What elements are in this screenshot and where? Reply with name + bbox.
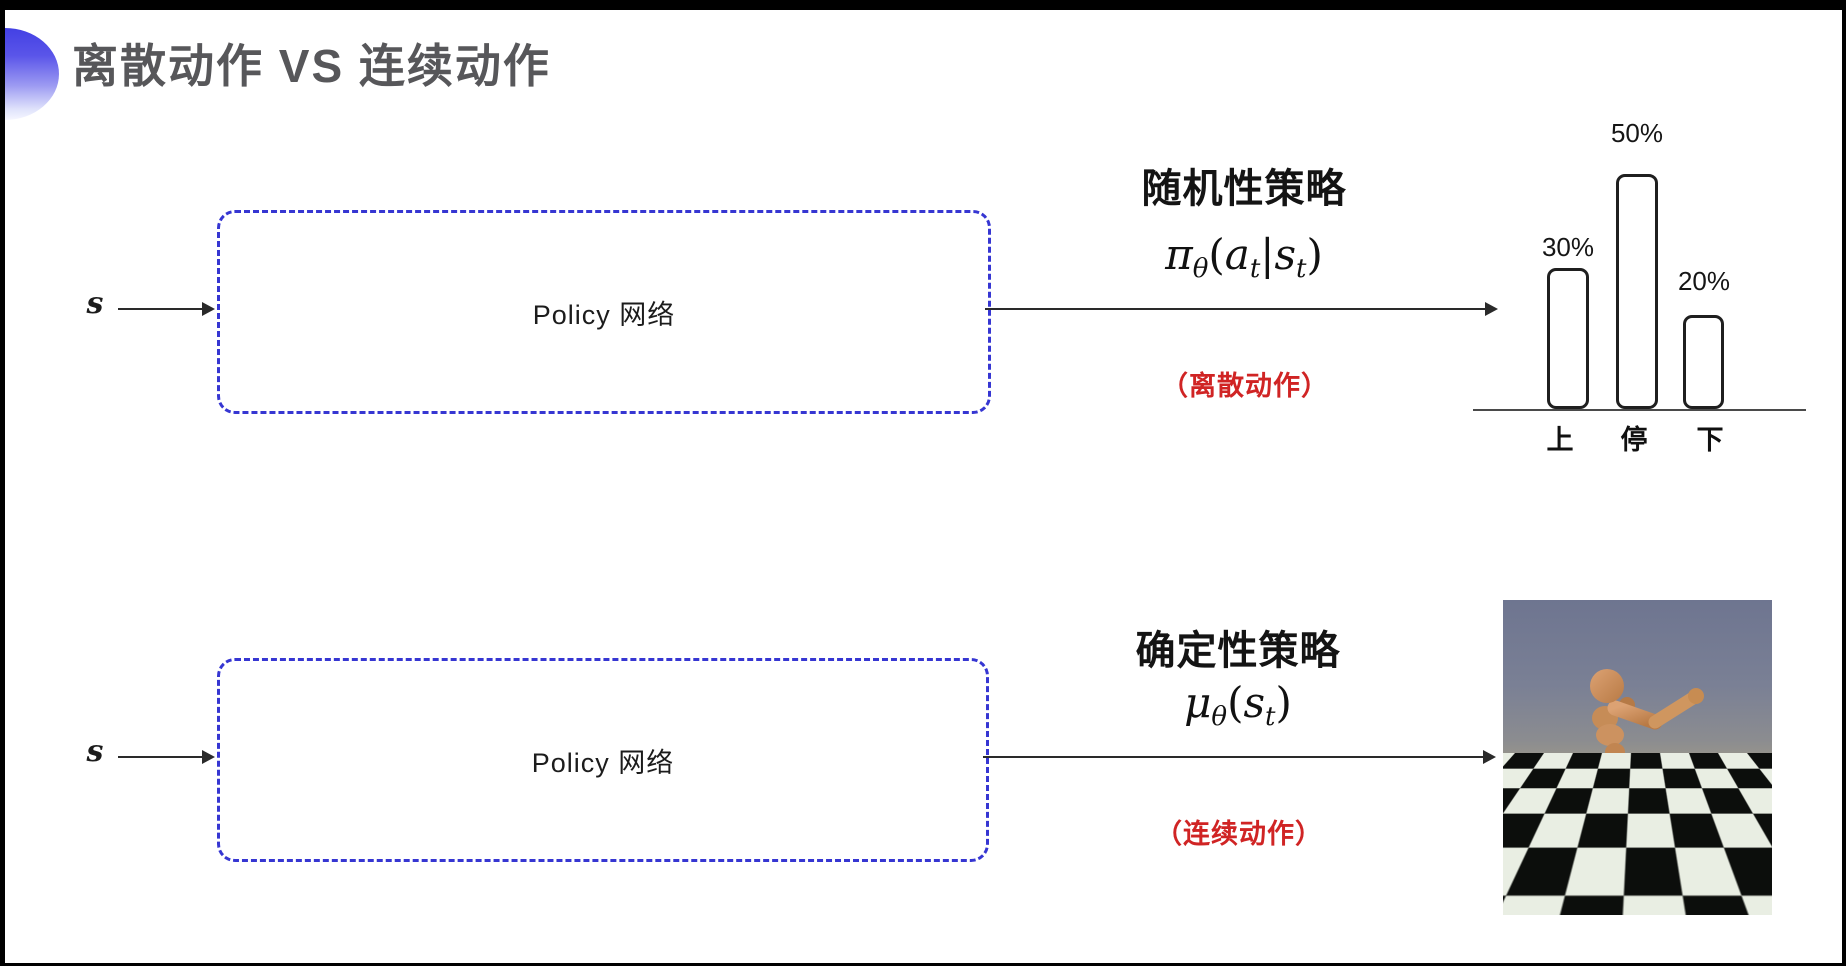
formula-close-paren: ): [1275, 678, 1291, 727]
input-arrow-bottom: [118, 756, 202, 758]
output-arrow-bottom: [983, 756, 1483, 758]
policy-network-box-top: Policy 网络: [217, 210, 991, 414]
formula-arg1-subscript: t: [1250, 254, 1260, 284]
formula-symbol: π: [1165, 230, 1193, 279]
state-input-label-top: s: [78, 286, 112, 321]
stochastic-policy-formula: πθ(at|st): [1084, 230, 1404, 284]
formula-symbol: μ: [1184, 678, 1211, 727]
policy-network-label-top: Policy 网络: [533, 293, 676, 332]
formula-open-paren: (: [1227, 678, 1243, 727]
state-input-label-bottom: s: [78, 734, 112, 769]
formula-separator: |: [1260, 230, 1274, 279]
formula-subscript: θ: [1193, 254, 1209, 284]
action-probability-chart: 30% 50% 20% 上 停 下: [1473, 100, 1806, 455]
mujoco-humanoid-image: [1503, 600, 1772, 915]
chart-bar-up: [1547, 268, 1589, 409]
formula-arg1-subscript: t: [1265, 702, 1275, 732]
continuous-action-note: （连续动作）: [1074, 812, 1404, 851]
discrete-action-note: （离散动作）: [1080, 364, 1410, 403]
formula-arg1: a: [1225, 230, 1250, 279]
bar-value-label: 50%: [1601, 118, 1673, 149]
page-title: 离散动作 VS 连续动作: [72, 30, 972, 96]
deterministic-policy-title: 确定性策略: [1078, 618, 1398, 676]
formula-subscript: θ: [1211, 702, 1227, 732]
formula-arg2: s: [1274, 230, 1296, 279]
chart-category-label: 上: [1534, 418, 1586, 457]
chart-bar-stop: [1616, 174, 1658, 409]
chart-category-label: 下: [1684, 418, 1736, 457]
policy-network-box-bottom: Policy 网络: [217, 658, 989, 862]
chart-bar-down: [1683, 315, 1724, 409]
bar-value-label: 20%: [1668, 266, 1740, 297]
formula-close-paren: ): [1306, 230, 1322, 279]
formula-open-paren: (: [1208, 230, 1224, 279]
stochastic-policy-title: 随机性策略: [1084, 156, 1404, 214]
input-arrow-top: [118, 308, 202, 310]
chart-baseline: [1473, 409, 1806, 411]
bar-value-label: 30%: [1532, 232, 1604, 263]
output-arrow-top: [985, 308, 1485, 310]
formula-arg1: s: [1243, 678, 1265, 727]
formula-arg2-subscript: t: [1296, 254, 1306, 284]
policy-network-label-bottom: Policy 网络: [532, 741, 675, 780]
chart-category-label: 停: [1608, 418, 1660, 457]
humanoid-figure: [1503, 600, 1772, 915]
deterministic-policy-formula: μθ(st): [1078, 678, 1398, 732]
